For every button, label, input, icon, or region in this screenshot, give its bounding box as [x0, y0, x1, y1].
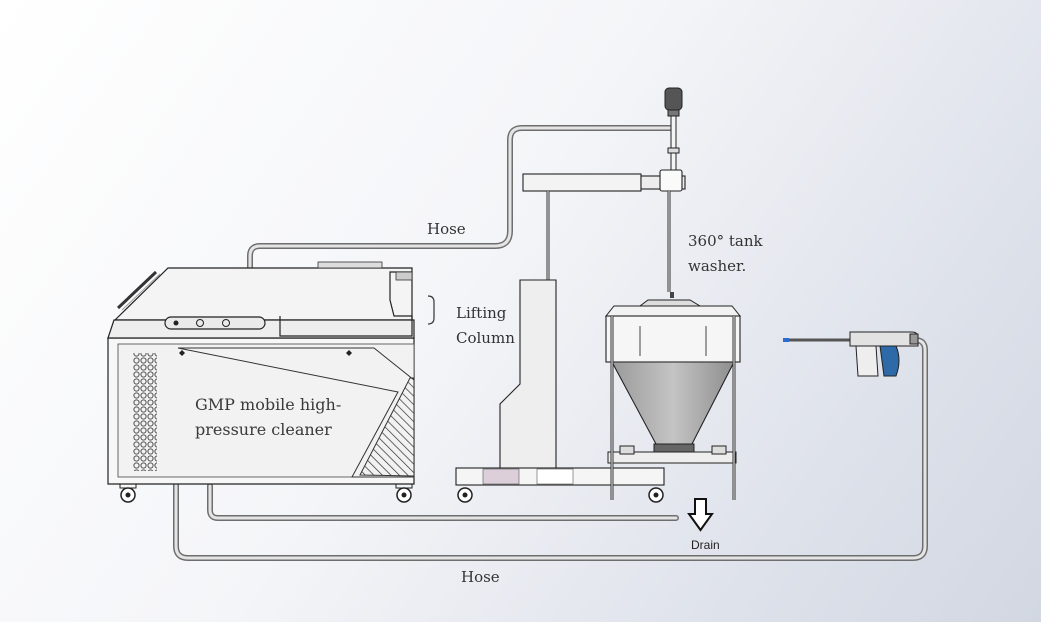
- drain-arrow-icon: [687, 498, 714, 532]
- tank-washer-label-line1: 360° tank: [688, 232, 763, 250]
- hose-bottom-label: Hose: [461, 568, 500, 586]
- pressure-cleaner: [107, 261, 435, 503]
- ibc-tank: [604, 299, 742, 500]
- lifting-column-label-line2: Column: [456, 329, 515, 347]
- cleaner-label-line2: pressure cleaner: [195, 420, 332, 439]
- drain-label: Drain: [691, 538, 720, 552]
- tank-washer-head: [664, 87, 683, 298]
- hose-bottom: [173, 319, 928, 561]
- lifting-column: [455, 169, 686, 503]
- drain-hose: [207, 483, 679, 521]
- hose-top: [247, 125, 675, 325]
- cleaner-label-line1: GMP mobile high-: [195, 395, 342, 414]
- hose-top-label: Hose: [427, 220, 466, 238]
- lifting-column-label-line1: Lifting: [456, 304, 507, 322]
- tank-washer-label-line2: washer.: [688, 257, 747, 275]
- spray-gun: [783, 331, 919, 377]
